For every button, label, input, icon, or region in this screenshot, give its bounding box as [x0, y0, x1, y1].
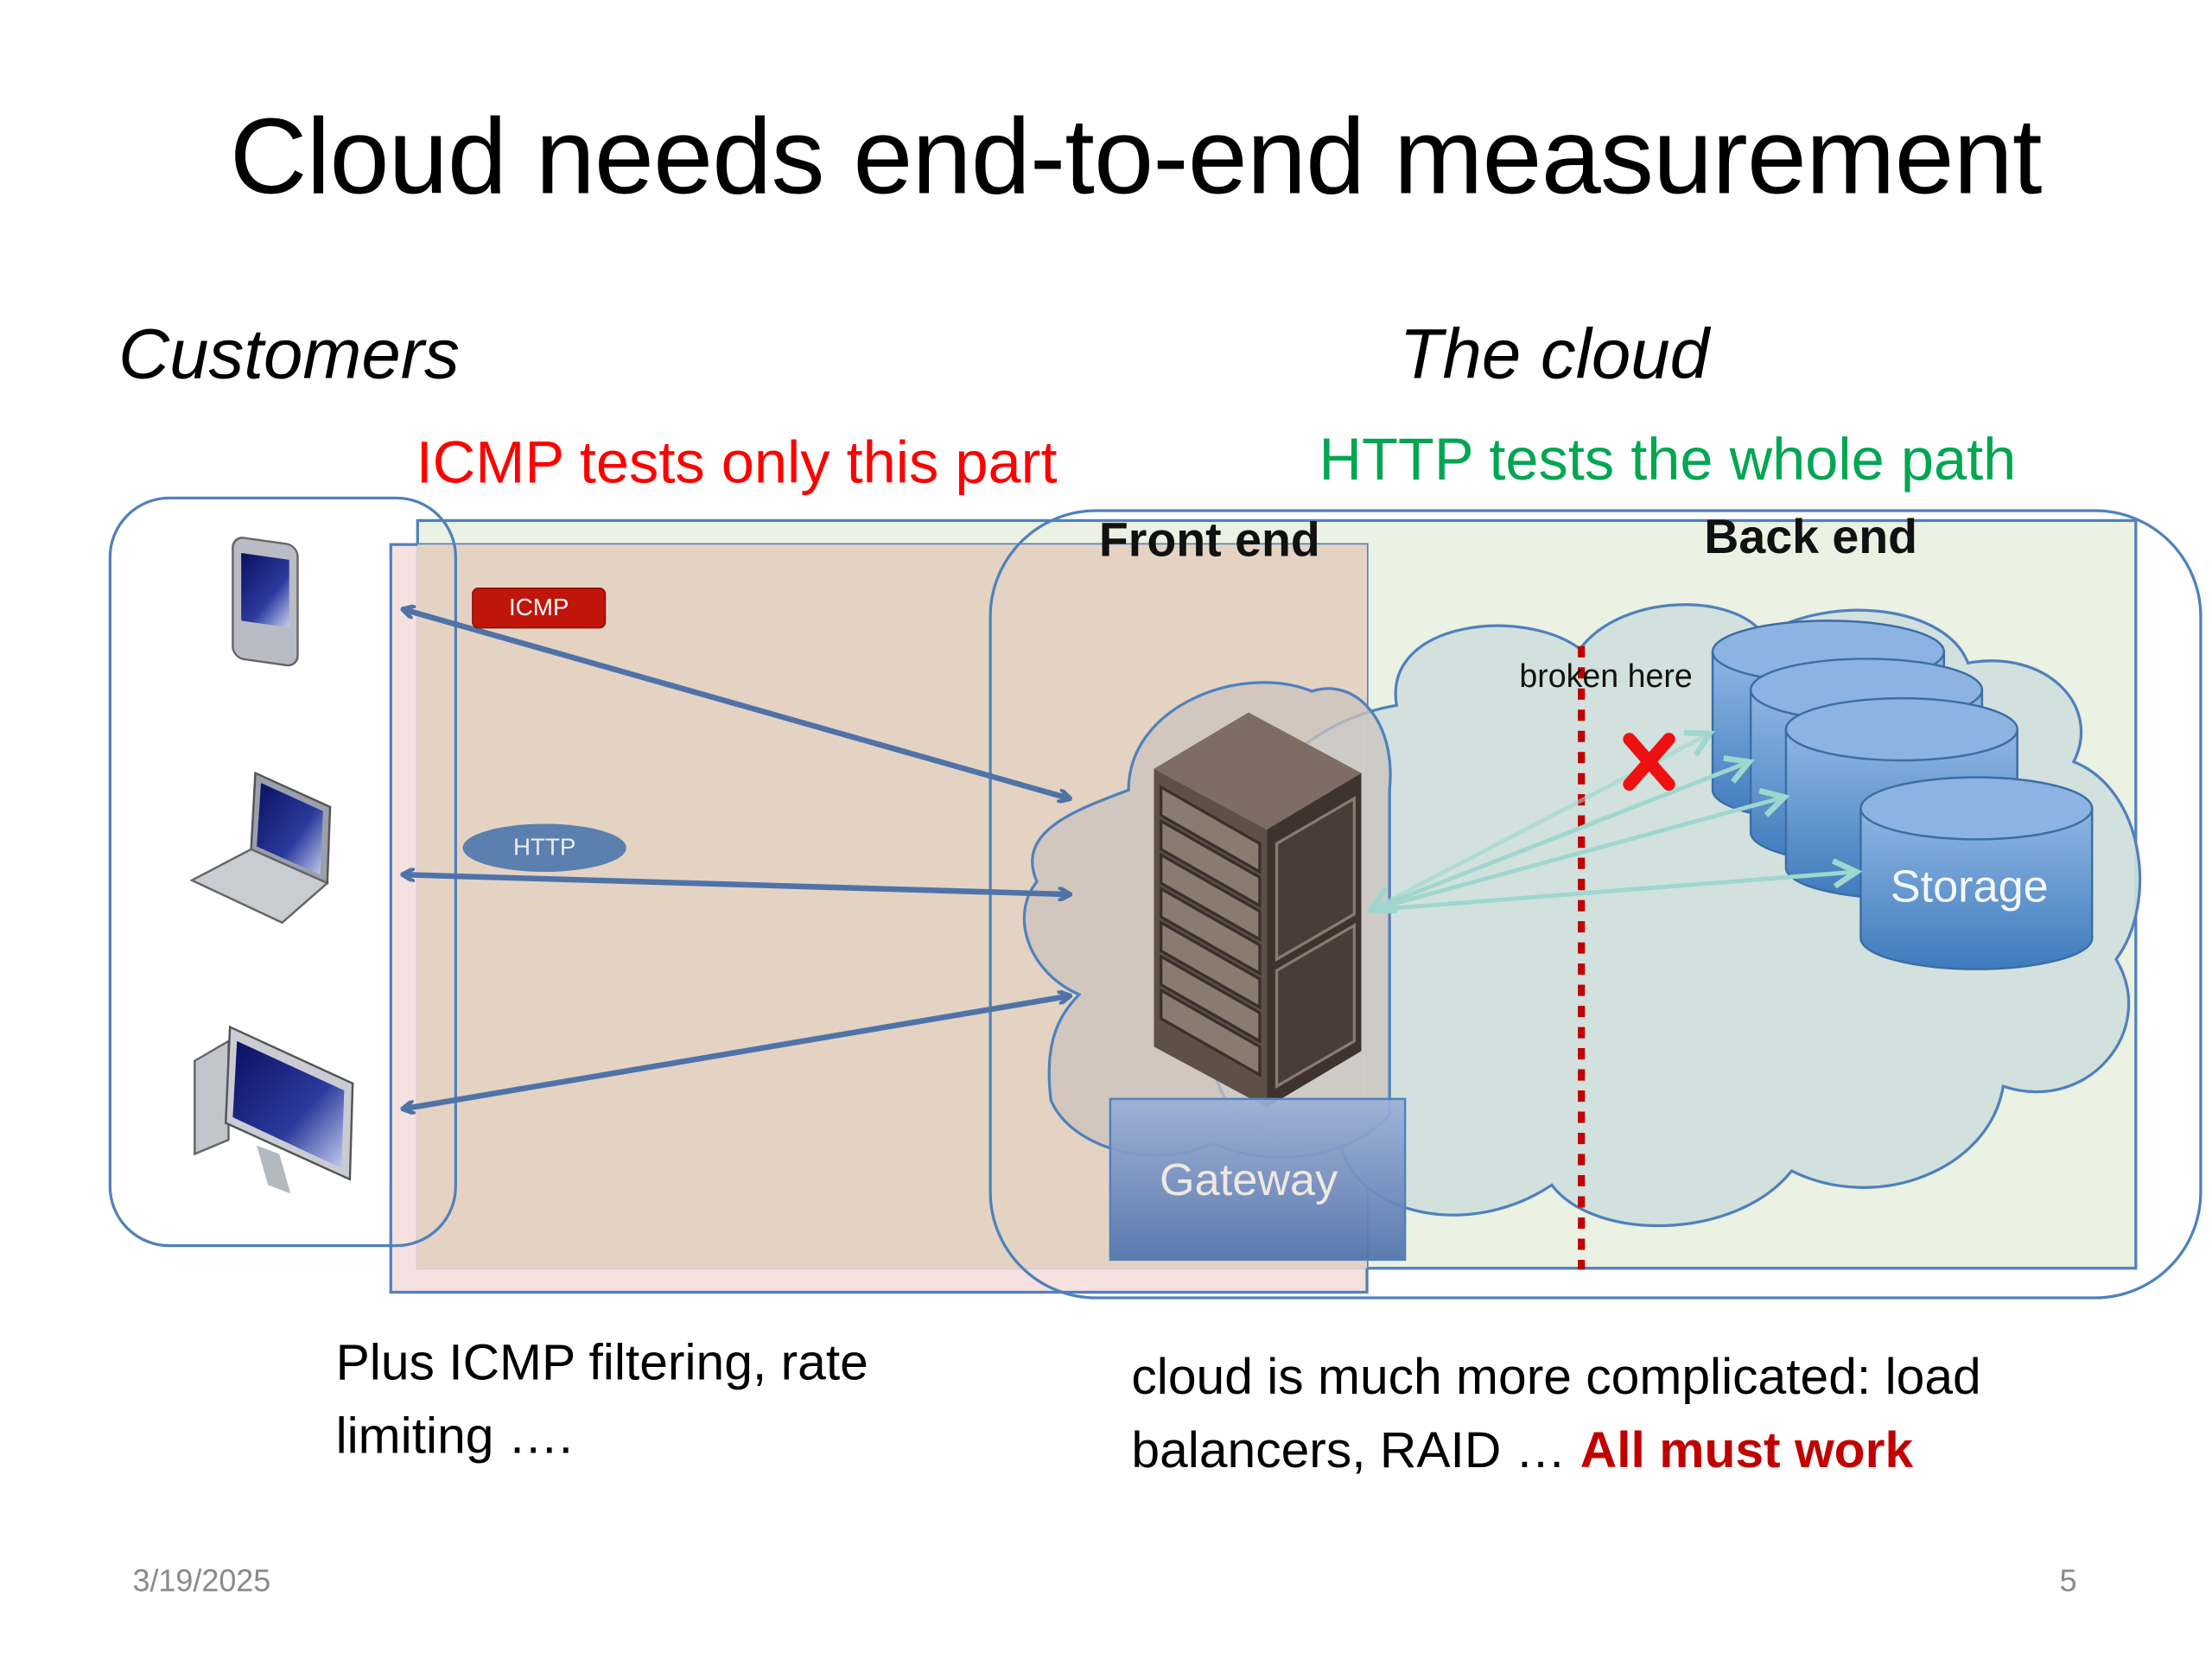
arrow-desktop	[404, 996, 1070, 1109]
cloud-heading: The cloud	[1399, 315, 1710, 394]
note-icmp-filtering: Plus ICMP filtering, rate limiting ….	[335, 1332, 868, 1465]
cloud-boundary	[988, 509, 2202, 1300]
slide-title: Cloud needs end-to-end measurement	[229, 97, 2043, 218]
http-badge	[462, 823, 626, 872]
laptop-icon	[189, 771, 332, 925]
footer-date: 3/19/2025	[132, 1562, 271, 1599]
back-end-label: Back end	[1704, 511, 1918, 565]
broken-here-label: broken here	[1519, 657, 1693, 695]
customer-arrows	[404, 609, 1070, 1109]
icmp-badge	[472, 587, 607, 629]
desktop-icon	[194, 1025, 354, 1194]
icmp-caption: ICMP tests only this part	[416, 429, 1058, 496]
http-badge-label: HTTP	[512, 833, 576, 861]
customers-heading: Customers	[118, 315, 460, 394]
gateway-box	[1109, 1097, 1407, 1262]
backend-arrow	[1370, 797, 1784, 912]
note-cloud-complexity-text: cloud is much more complicated: load bal…	[1131, 1347, 1981, 1479]
red-x-icon	[1623, 733, 1675, 791]
server-rack-icon	[1154, 712, 1362, 1108]
note-all-must-work: All must work	[1580, 1421, 1914, 1479]
storage-label: Storage	[1890, 860, 2049, 912]
http-caption: HTTP tests the whole path	[1319, 426, 2017, 493]
http-arrow-laptop	[404, 874, 1070, 894]
gateway-label: Gateway	[1160, 1154, 1338, 1205]
icmp-badge-label: ICMP	[508, 594, 569, 621]
smartphone-icon	[232, 537, 299, 667]
footer-page-number: 5	[2059, 1562, 2077, 1599]
storage-cylinder-4	[1859, 776, 2094, 970]
front-end-label: Front end	[1098, 513, 1320, 568]
note-cloud-complexity: cloud is much more complicated: load bal…	[1131, 1340, 2105, 1487]
backend-arrow	[1370, 872, 1857, 912]
backend-arrow	[1370, 762, 1750, 912]
icmp-arrow-smartphone	[404, 609, 1070, 798]
storage-cylinders	[1711, 620, 2094, 970]
